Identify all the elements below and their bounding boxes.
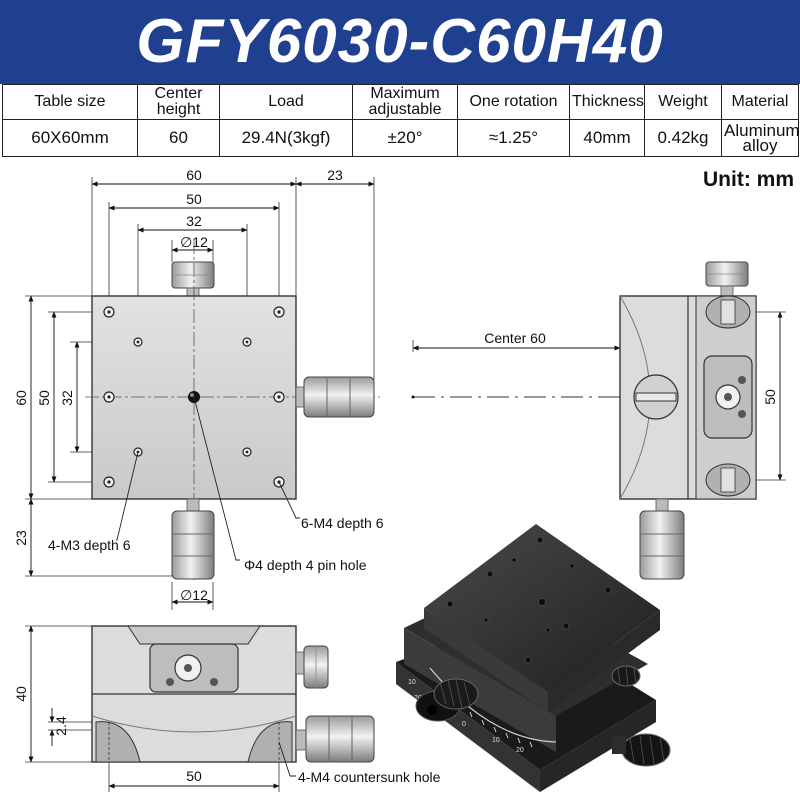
unit-label: Unit: mm (703, 168, 794, 191)
callout-pin-hole: Φ4 depth 4 pin hole (244, 557, 367, 573)
dim-front-width-50: 50 (186, 768, 202, 784)
scale-mark: 10 (408, 679, 416, 686)
callout-m3-depth: 4-M3 depth 6 (48, 537, 131, 553)
spec-value: 60X60mm (2, 119, 138, 157)
scale-mark: 20 (414, 695, 422, 702)
spec-value: 0.42kg (644, 119, 722, 157)
spec-table: Table size Center height Load Maximum ad… (2, 84, 800, 157)
dim-phi12-top: ∅12 (180, 234, 208, 250)
scale-mark: 10 (492, 737, 500, 744)
scale-mark: 0 (462, 721, 466, 728)
callout-m4-depth: 6-M4 depth 6 (301, 515, 384, 531)
spec-value: 29.4N(3kgf) (219, 119, 353, 157)
spec-value: ≈1.25° (457, 119, 570, 157)
dim-center-60: Center 60 (484, 330, 546, 346)
spec-header: Maximum adjustable (352, 84, 458, 120)
product-photo: 10 20 0 10 20 (396, 524, 671, 792)
dim-front-height-40: 40 (13, 686, 29, 702)
dim-height-60: 60 (13, 390, 29, 406)
spec-header: Table size (2, 84, 138, 120)
front-view: 40 2.4 (13, 625, 441, 792)
dim-front-2-4: 2.4 (53, 716, 69, 736)
title-banner: GFY6030-C60H40 (0, 0, 800, 84)
scale-mark: 20 (516, 747, 524, 754)
dim-phi12-bottom: ∅12 (180, 587, 208, 603)
dim-offset-23-left: 23 (13, 530, 29, 546)
spec-value: ±20° (352, 119, 458, 157)
bottom-knob (171, 510, 215, 580)
spec-header: One rotation (457, 84, 570, 120)
callout-countersunk: 4-M4 countersunk hole (298, 769, 441, 785)
spec-header: Material (721, 84, 799, 120)
dim-width-32: 32 (186, 213, 202, 229)
spec-value: Aluminum alloy (721, 119, 800, 157)
spec-header-row: Table size Center height Load Maximum ad… (2, 84, 799, 120)
spec-header: Load (219, 84, 353, 120)
product-title: GFY6030-C60H40 (136, 7, 664, 76)
dim-height-50: 50 (36, 390, 52, 406)
top-view: 60 23 50 32 ∅12 60 50 32 23 ∅12 6-M4 dep… (13, 167, 384, 610)
spec-value: 60 (137, 119, 220, 157)
dim-offset-23-top: 23 (327, 167, 343, 183)
dim-width-50: 50 (186, 191, 202, 207)
dim-width-60: 60 (186, 167, 202, 183)
dim-side-height-50: 50 (762, 389, 778, 405)
right-knob (303, 376, 375, 418)
spec-header: Thickness (569, 84, 645, 120)
spec-value-row: 60X60mm 60 29.4N(3kgf) ±20° ≈1.25° 40mm … (2, 119, 800, 157)
dim-height-32: 32 (59, 390, 75, 406)
spec-value: 40mm (569, 119, 645, 157)
side-view: Center 60 50 (411, 261, 786, 580)
